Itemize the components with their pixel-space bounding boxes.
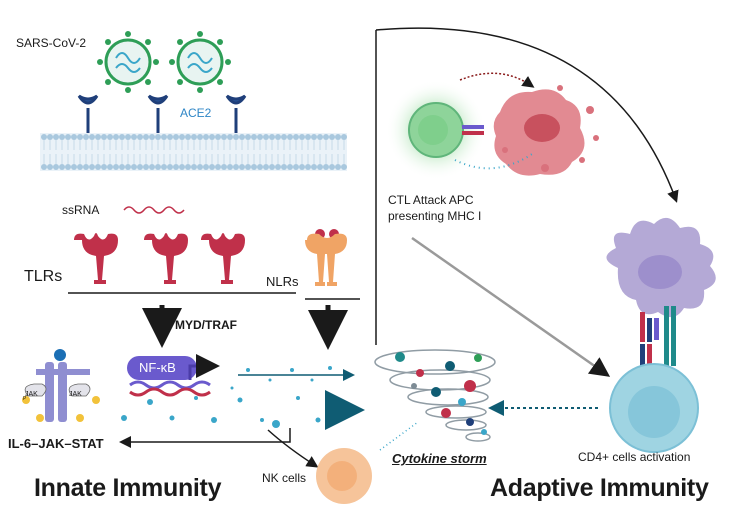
dying-apc-cell-icon — [493, 85, 599, 176]
ace2-receptor-icon — [77, 94, 247, 133]
ssrna-icon — [123, 206, 185, 214]
adaptive-immunity-title: Adaptive Immunity — [490, 474, 709, 502]
cytokine-particle — [315, 417, 321, 423]
cytokine-particle — [169, 415, 175, 421]
cytokine-storm-icon — [374, 349, 496, 442]
cd4-cell-icon — [609, 363, 699, 453]
cytokine-particles — [121, 366, 332, 428]
nk-label: NK cells — [262, 471, 307, 485]
nfkb-label: NF-κB — [139, 360, 176, 375]
pathway-label: IL-6–JAK–STAT — [8, 436, 104, 451]
cytokine-particle — [328, 366, 332, 370]
mhc-tcr-complex-icon — [640, 306, 676, 370]
ctl-cell-icon — [386, 80, 486, 180]
cytokine-particle — [147, 399, 153, 405]
tlr-label: TLRs — [24, 268, 63, 285]
ctl-attack-arrow — [459, 72, 535, 88]
cytokine-particle — [296, 396, 300, 400]
cytokine-particle — [246, 368, 250, 372]
virus-icon — [169, 31, 231, 93]
virus-to-apc-arrow — [375, 27, 679, 203]
ctl-to-cd4-arrow — [411, 236, 611, 377]
adaptor-label: MYD/TRAF — [175, 318, 237, 332]
cell-membrane — [40, 133, 347, 171]
nlr-receptor-icon — [305, 229, 347, 286]
nk-cell-icon — [316, 448, 372, 504]
cytokine-particle — [230, 386, 234, 390]
ctl-release-dots — [454, 151, 536, 170]
cytokine-particle — [260, 418, 264, 422]
ace2-label: ACE2 — [180, 106, 212, 120]
nfkb-complex — [127, 354, 220, 397]
nk-activation-arrow — [267, 429, 319, 468]
ssrna-label: ssRNA — [62, 203, 100, 217]
cytokine-particle — [310, 378, 314, 382]
cd4-label: CD4+ cells activation — [578, 450, 691, 464]
cytokine-particle — [290, 368, 294, 372]
cytokine-particle — [272, 420, 280, 428]
virus-label: SARS-CoV-2 — [16, 36, 87, 50]
ctl-label-line1: CTL Attack APC — [388, 193, 474, 207]
tlr-receptor-icon — [74, 233, 245, 284]
nlr-label: NLRs — [266, 274, 299, 289]
cytokine-particle — [211, 417, 217, 423]
innate-immunity-title: Innate Immunity — [34, 474, 222, 502]
il6-feedback-arrow — [119, 428, 291, 448]
il6-receptor-icon — [22, 349, 100, 422]
cytokine-particle — [194, 396, 198, 400]
cytokine-particle — [121, 415, 127, 421]
jak-left-label: JAK — [25, 391, 38, 398]
storm-nk-dots — [379, 421, 419, 451]
cytokine-storm-label: Cytokine storm — [392, 451, 487, 466]
jak-right-label: JAK — [69, 391, 82, 398]
cytokine-particle — [237, 397, 243, 403]
cytokine-particle — [268, 378, 272, 382]
virus-icon — [97, 31, 159, 93]
ctl-label-line2: presenting MHC I — [388, 209, 482, 223]
phospho-label: P — [23, 396, 27, 402]
apc-dendritic-cell-icon — [606, 217, 716, 318]
